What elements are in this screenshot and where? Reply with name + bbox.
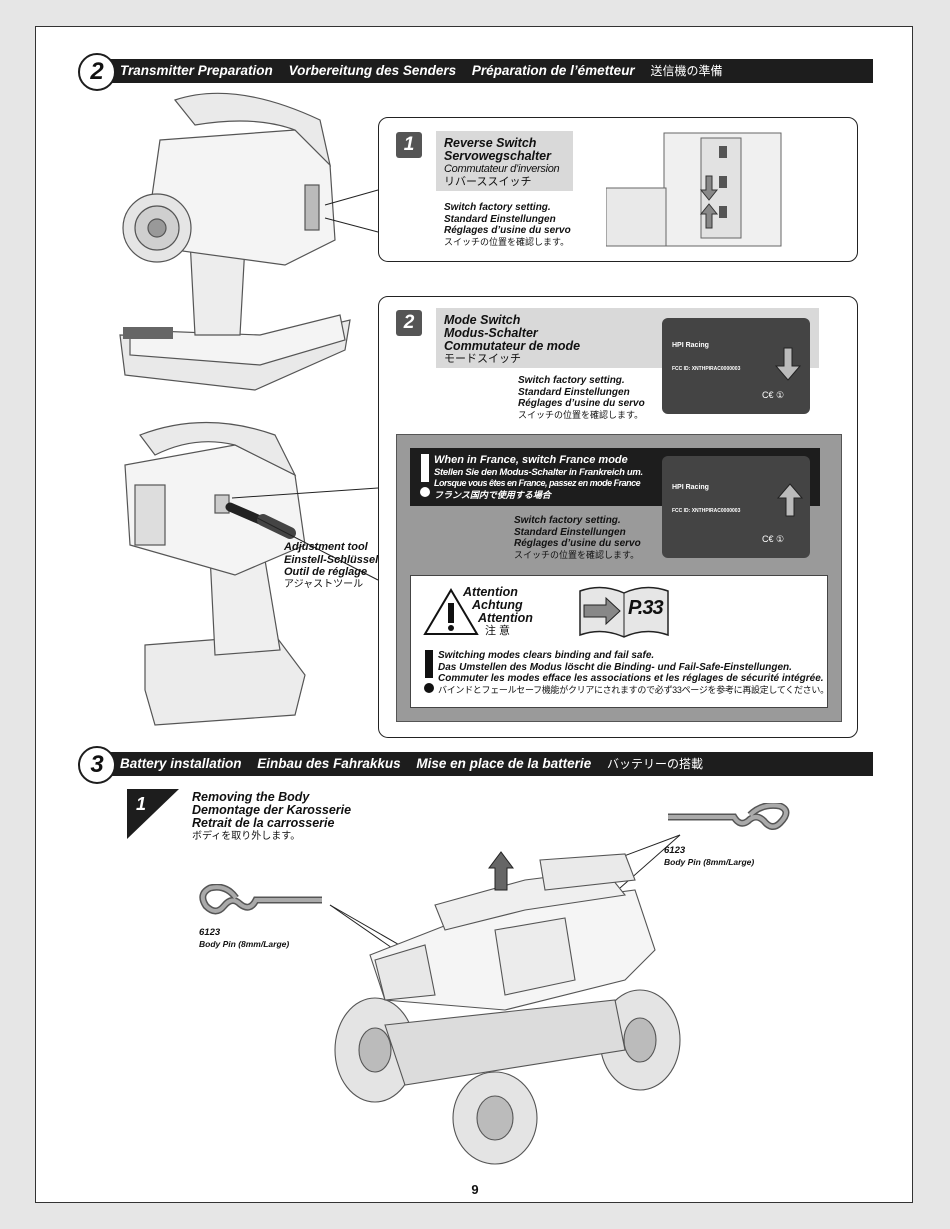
reverse-switch-note-en: Switch factory setting. <box>444 202 551 213</box>
page-reference: P.33 <box>628 597 664 619</box>
step-triangle-marker <box>127 789 179 839</box>
attention-triangle-icon <box>423 588 479 635</box>
body-pin-left-label: 6123 Body Pin (8mm/Large) <box>199 927 290 949</box>
mode-switch-title-de: Modus-Schalter <box>444 326 538 340</box>
section-3-header: Battery installation Einbau des Fahrakku… <box>96 752 873 776</box>
mode-switch-note-jp: スイッチの位置を確認します。 <box>518 409 644 420</box>
ce-mark: C€ ① <box>762 390 785 400</box>
attention-fr: Attention <box>478 611 533 625</box>
tool-label-fr: Outil de réglage <box>284 566 368 578</box>
section-2-title-jp: 送信機の準備 <box>650 64 723 78</box>
france-mode-note-en: Switch factory setting. <box>514 515 621 526</box>
mode-warning-de: Das Umstellen des Modus löscht die Bindi… <box>438 661 792 673</box>
transmitter-label-plate-france: HPI Racing FCC ID: XNTHPIRAC0000003 C€ ① <box>662 456 810 558</box>
label-plate-fcc: FCC ID: XNTHPIRAC0000003 <box>672 366 741 372</box>
section-3-title-de: Einbau des Fahrakkus <box>257 756 401 771</box>
mode-switch-title: Mode Switch Modus-Schalter Commutateur d… <box>444 314 580 366</box>
remove-body-jp: ボディを取り外します。 <box>192 831 301 842</box>
reverse-switch-title-fr: Commutateur d’inversion <box>444 163 560 175</box>
mode-switch-note-de: Standard Einstellungen <box>518 386 630 398</box>
tool-label-de: Einstell-Schlüssel <box>284 553 379 566</box>
reverse-switch-title-en: Reverse Switch <box>444 136 537 150</box>
france-mode-fr: Lorsque vous êtes en France, passez en m… <box>434 478 641 488</box>
section-2-title-fr: Préparation de l’émetteur <box>471 63 635 78</box>
reverse-switch-note-de: Standard Einstellungen <box>444 213 556 225</box>
attention-de: Achtung <box>472 598 523 612</box>
section-2-header: Transmitter Preparation Vorbereitung des… <box>96 59 873 83</box>
mode-warning-en: Switching modes clears binding and fail … <box>438 650 655 661</box>
mode-warning-text: Switching modes clears binding and fail … <box>438 650 829 696</box>
adjustment-tool-label: Adjustment tool Einstell-Schlüssel Outil… <box>284 541 378 591</box>
mode-switch-note-en: Switch factory setting. <box>518 375 625 386</box>
down-arrow-icon <box>774 347 802 381</box>
remove-body-text: Removing the Body Demontage der Karosser… <box>192 791 351 843</box>
tool-label-jp: アジャストツール <box>284 578 364 590</box>
france-mode-de: Stellen Sie den Modus-Schalter in Frankr… <box>434 466 643 478</box>
step-1-number: 1 <box>396 132 422 158</box>
mode-switch-title-jp: モードスイッチ <box>444 353 521 365</box>
reverse-switch-closeup <box>606 128 846 248</box>
france-mode-note-fr: Réglages d’usine du servo <box>514 538 641 549</box>
ce-mark-2: C€ ① <box>762 534 785 544</box>
body-pin-left-icon <box>199 884 322 915</box>
up-arrow-icon <box>776 483 804 517</box>
reverse-switch-title-box <box>436 131 573 191</box>
mode-switch-title-fr: Commutateur de mode <box>444 339 581 353</box>
remove-body-en: Removing the Body <box>192 790 310 804</box>
france-mode-jp: フランス国内で使用する場合 <box>434 489 551 500</box>
section-2-title-de: Vorbereitung des Senders <box>288 63 457 78</box>
reverse-switch-title-de: Servowegschalter <box>444 149 551 163</box>
body-pin-right-label: 6123 Body Pin (8mm/Large) <box>664 845 755 867</box>
reverse-switch-title-jp: リバーススイッチ <box>444 176 532 188</box>
france-mode-note-jp: スイッチの位置を確認します。 <box>514 549 640 560</box>
section-3-number: 3 <box>78 746 116 784</box>
remove-body-fr: Retrait de la carrosserie <box>192 816 335 830</box>
attention-en: Attention <box>463 585 518 599</box>
reverse-switch-note-jp: スイッチの位置を確認します。 <box>444 236 570 247</box>
warning-exclamation-icon-2 <box>424 650 434 693</box>
transmitter-label-plate: HPI Racing FCC ID: XNTHPIRAC0000003 C€ ① <box>662 318 810 414</box>
transmitter-side-illustration <box>124 421 306 726</box>
section-3-title-jp: バッテリーの搭載 <box>606 757 703 771</box>
label-plate-brand: HPI Racing <box>672 342 709 349</box>
page-number: 9 <box>471 1182 479 1197</box>
france-mode-en: When in France, switch France mode <box>434 454 628 466</box>
reverse-switch-note: Switch factory setting. Standard Einstel… <box>444 202 571 248</box>
mode-switch-note: Switch factory setting. Standard Einstel… <box>518 375 645 421</box>
attention-title: Attention Achtung Attention 注 意 <box>463 586 533 638</box>
reverse-switch-title: Reverse Switch Servowegschalter Commutat… <box>444 136 560 189</box>
section-3-title-fr: Mise en place de la batterie <box>416 756 592 771</box>
mode-warning-jp: バインドとフェールセーフ機能がクリアにされますので必ず33ページを参考に再設定し… <box>438 684 829 695</box>
body-pin-right-part: 6123 <box>664 845 686 856</box>
france-mode-text: When in France, switch France mode Stell… <box>434 454 643 501</box>
body-pin-left-desc: Body Pin (8mm/Large) <box>199 938 290 949</box>
france-mode-note-de: Standard Einstellungen <box>514 526 626 538</box>
body-pin-right-icon <box>668 803 790 830</box>
mode-switch-note-fr: Réglages d’usine du servo <box>518 398 645 409</box>
france-mode-note: Switch factory setting. Standard Einstel… <box>514 515 641 561</box>
body-pin-left-part: 6123 <box>199 927 221 938</box>
label-plate-fcc-2: FCC ID: XNTHPIRAC0000003 <box>672 508 741 514</box>
monster-truck-illustration <box>334 851 681 1165</box>
tool-label-en: Adjustment tool <box>284 541 368 553</box>
mode-warning-fr: Commuter les modes efface les associatio… <box>438 673 824 684</box>
step-2-number: 2 <box>396 310 422 336</box>
open-book-icon <box>579 586 669 638</box>
section-2-number: 2 <box>78 53 116 91</box>
section-2-title-en: Transmitter Preparation <box>120 63 273 78</box>
remove-body-de: Demontage der Karosserie <box>192 803 352 817</box>
mode-switch-title-en: Mode Switch <box>444 313 521 327</box>
step-3-1-number: 1 <box>136 794 147 814</box>
section-3-title-en: Battery installation <box>120 756 242 771</box>
label-plate-brand-2: HPI Racing <box>672 484 709 491</box>
reverse-switch-note-fr: Réglages d’usine du servo <box>444 225 571 236</box>
attention-jp: 注 意 <box>485 625 511 637</box>
warning-exclamation-icon <box>420 454 430 497</box>
body-pin-right-desc: Body Pin (8mm/Large) <box>664 856 755 867</box>
transmitter-front-illustration <box>119 92 351 391</box>
